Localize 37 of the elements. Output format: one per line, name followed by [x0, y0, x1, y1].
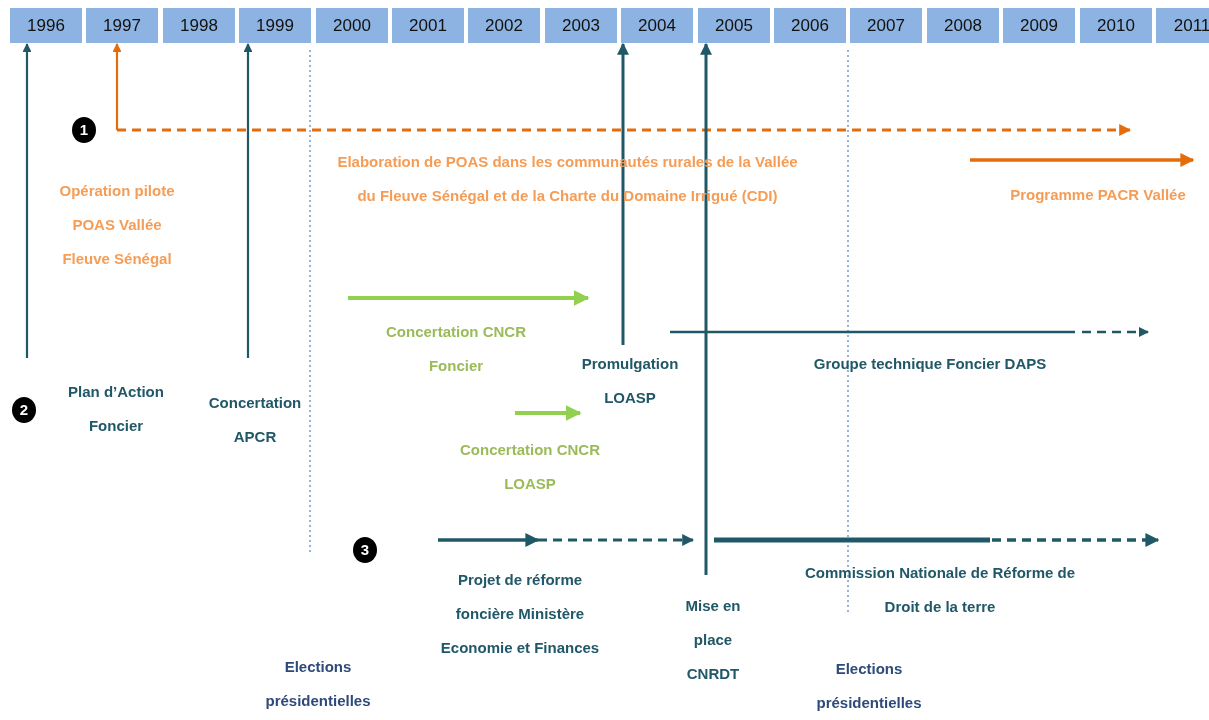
year-cell: 2004	[621, 8, 693, 43]
year-cell: 2000	[316, 8, 388, 43]
year-cell: 1996	[10, 8, 82, 43]
year-cell: 2002	[468, 8, 540, 43]
year-cell: 1997	[86, 8, 158, 43]
year-cell: 2011	[1156, 8, 1209, 43]
year-cell: 2009	[1003, 8, 1075, 43]
event-label: Programme PACR Vallée	[998, 178, 1198, 212]
event-label: Plan d’Action Foncier	[56, 375, 176, 443]
year-cell: 2008	[927, 8, 999, 43]
year-cell: 1999	[239, 8, 311, 43]
event-label: Projet de réforme foncière Ministère Economie et Finances	[430, 563, 610, 665]
number-badge: 2	[12, 397, 36, 423]
event-label: Opération pilote POAS Vallée Fleuve Sénégal	[47, 174, 187, 276]
arrow	[112, 43, 122, 130]
event-label: Concertation CNCR LOASP	[450, 433, 610, 501]
year-cell: 2001	[392, 8, 464, 43]
number-badge: 3	[353, 537, 377, 563]
event-label: Concertation APCR	[197, 386, 313, 454]
year-cell: 2005	[698, 8, 770, 43]
event-label: Concertation CNCR Foncier	[376, 315, 536, 383]
year-cell: 2010	[1080, 8, 1152, 43]
event-label: Elections présidentielles	[258, 650, 378, 718]
year-cell: 2006	[774, 8, 846, 43]
event-label: Mise en place CNRDT	[677, 589, 749, 691]
event-label: Commission Nationale de Réforme de Droit de la terre	[790, 556, 1090, 624]
year-cell: 2003	[545, 8, 617, 43]
event-label: Elections présidentielles	[809, 652, 929, 720]
arrow	[243, 43, 253, 358]
arrow	[617, 42, 629, 345]
event-label: Promulgation LOASP	[576, 347, 684, 415]
arrow	[22, 43, 32, 358]
arrow	[700, 42, 712, 575]
event-label: Groupe technique Foncier DAPS	[800, 347, 1060, 381]
year-cell: 1998	[163, 8, 235, 43]
year-cell: 2007	[850, 8, 922, 43]
number-badge: 1	[72, 117, 96, 143]
